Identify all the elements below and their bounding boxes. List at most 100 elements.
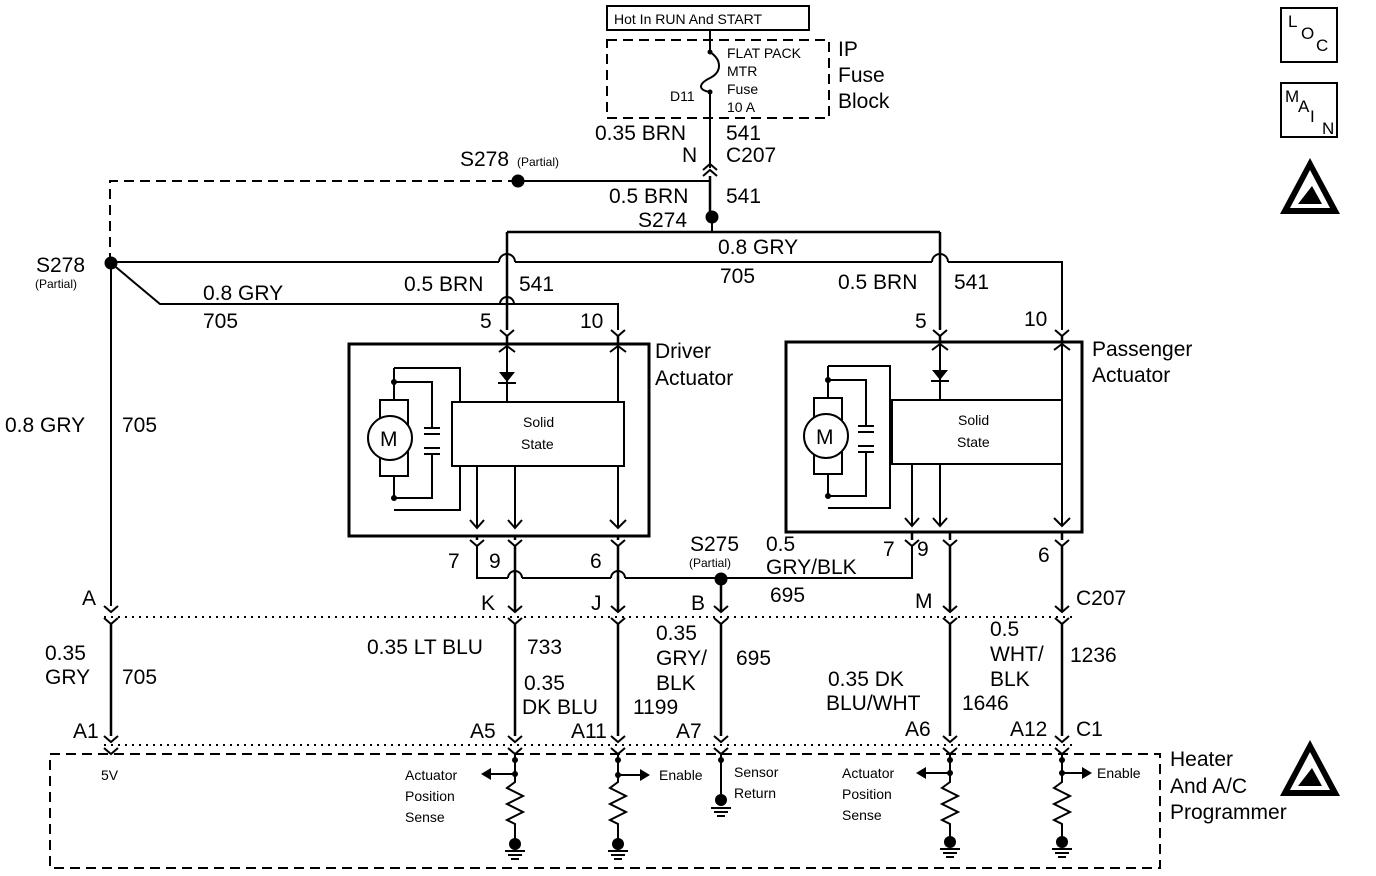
pas-pin-5: 5 [915, 310, 927, 333]
c207-pin-k: K [481, 592, 495, 615]
aps1-3: Sense [405, 809, 445, 825]
b-gauge-2: GRY/ [656, 647, 707, 670]
enable2: Enable [1097, 765, 1141, 781]
s278-top-label: S278 [460, 148, 509, 171]
s278-left-label: S278 [36, 254, 85, 277]
r-gauge-1: 0.5 [990, 618, 1019, 641]
main-symbol [1280, 82, 1338, 138]
drv-diode [499, 372, 515, 382]
v5-label: 5V [101, 767, 119, 783]
aps1-2: Position [405, 788, 455, 804]
pas-brn-gauge: 0.5 BRN [838, 271, 917, 294]
a-circuit: 705 [122, 666, 157, 689]
pin-n: N [682, 144, 697, 167]
sensor-return-1: Sensor [734, 764, 779, 780]
left-gauge: 0.8 GRY [203, 282, 283, 305]
pas-pin-7: 7 [883, 538, 895, 561]
b-gauge-1: 0.35 [656, 622, 697, 645]
k-gauge: 0.35 LT BLU [367, 636, 483, 659]
esd-warning-icon-2 [1280, 740, 1340, 796]
svg-text:O: O [1301, 24, 1314, 43]
j-circuit: 1199 [633, 696, 678, 719]
svg-text:A: A [1298, 97, 1310, 116]
passenger-title-2: Actuator [1092, 364, 1170, 387]
wire-circuit-w2: 541 [726, 185, 761, 208]
drv-pin-5: 5 [480, 310, 492, 333]
driver-solid-1: Solid [523, 414, 554, 430]
s278-top-partial: (Partial) [517, 155, 559, 169]
drv-brn-gauge: 0.5 BRN [404, 273, 483, 296]
drv-pin-7: 7 [448, 550, 460, 573]
sensor-return-2: Return [734, 785, 776, 801]
r-gauge-2: WHT/ [990, 643, 1044, 666]
passenger-actuator-box [784, 340, 1084, 534]
gry-wire [110, 261, 1063, 330]
m-gauge-1: 0.35 DK [828, 668, 904, 691]
b-circuit: 695 [736, 647, 771, 670]
c207-conn-label: C207 [1076, 587, 1126, 610]
wire-gauge-w2: 0.5 BRN [609, 185, 688, 208]
c1-pin-a1: A1 [73, 720, 99, 743]
s275-circuit: 695 [770, 584, 805, 607]
r-gauge-3: BLK [990, 668, 1030, 691]
aps1-circuit [481, 754, 526, 860]
svg-text:C: C [1316, 36, 1328, 55]
j-gauge-2: DK BLU [522, 696, 598, 719]
pas-brn-circuit: 541 [954, 271, 989, 294]
left-circuit: 705 [203, 310, 238, 333]
s275-label: S275 [690, 533, 739, 556]
pas-pin-9: 9 [917, 538, 929, 561]
loc-symbol [1280, 7, 1338, 63]
b-gauge-3: BLK [656, 672, 696, 695]
driver-title-2: Actuator [655, 367, 733, 390]
driver-motor-label: M [380, 428, 398, 451]
s274-label: S274 [638, 209, 687, 232]
r-circuit: 1236 [1070, 644, 1117, 667]
s275-partial: (Partial) [689, 556, 731, 570]
passenger-solid-state [891, 399, 1063, 465]
programmer-outline [49, 753, 1161, 869]
svg-text:M: M [1285, 87, 1299, 106]
driver-title-1: Driver [655, 340, 711, 363]
c1-conn-label: C1 [1076, 718, 1103, 741]
svg-text:L: L [1288, 12, 1297, 31]
c207-pin-a: A [82, 587, 96, 610]
passenger-title-1: Passenger [1092, 338, 1192, 361]
driver-motor-icon [367, 415, 413, 461]
hot-label: Hot In RUN And START [614, 11, 763, 27]
c1-pin-a6: A6 [905, 718, 931, 741]
gry-gauge: 0.8 GRY [718, 236, 798, 259]
a-gauge-1: 0.35 [45, 642, 86, 665]
c207-pin-j: J [591, 592, 602, 615]
s275-gauge-1: 0.5 [766, 533, 795, 556]
c207-top-chevron [702, 162, 718, 171]
wire-circuit-w1: 541 [726, 122, 761, 145]
enable2-circuit [1051, 754, 1092, 858]
c1-pin-a5: A5 [470, 720, 496, 743]
fuse-block-title-3: Block [838, 90, 890, 113]
driver-solid-2: State [521, 436, 554, 452]
left-diag-wire [110, 262, 619, 330]
driver-solid-state [451, 401, 625, 467]
drv-pin-6: 6 [590, 550, 602, 573]
fuse-symbol [700, 51, 720, 93]
fuse-block-outline [606, 39, 830, 119]
fuse-line-3: Fuse [727, 81, 758, 97]
left-vert-gauge: 0.8 GRY [5, 414, 85, 437]
pas-diode [932, 370, 948, 380]
fuse-line-4: 10 A [727, 99, 756, 115]
programmer-title-1: Heater [1170, 748, 1233, 771]
s278-dashed-link [109, 180, 518, 262]
c207-pin-b: B [691, 592, 705, 615]
fuse-id: D11 [670, 88, 695, 104]
programmer-title-2: And A/C [1170, 775, 1247, 798]
wire-gauge-w1: 0.35 BRN [595, 122, 686, 145]
s278-left-partial: (Partial) [35, 277, 77, 291]
fuse-block-title-2: Fuse [838, 64, 885, 87]
pas-pin-10: 10 [1024, 308, 1047, 331]
m-gauge-2: BLU/WHT [826, 692, 921, 715]
c1-pin-a12: A12 [1010, 718, 1047, 741]
m-circuit: 1646 [962, 692, 1009, 715]
svg-text:I: I [1310, 107, 1315, 126]
drv-pin-9: 9 [489, 550, 501, 573]
